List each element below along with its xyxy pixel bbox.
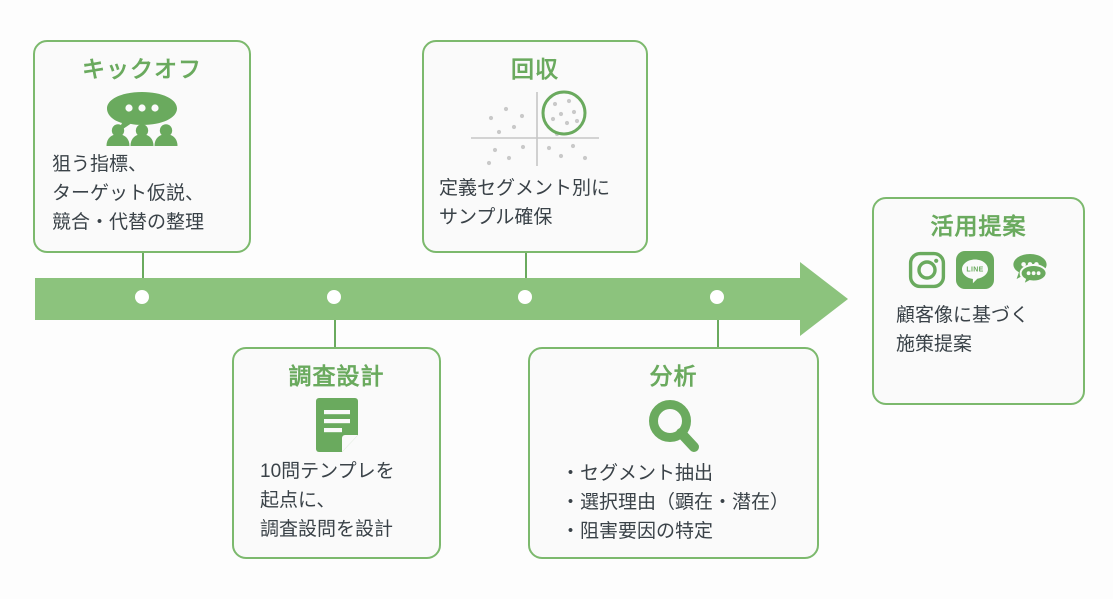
step-title-survey-design: 調査設計: [288, 363, 385, 389]
step-title-analysis: 分析: [649, 363, 698, 389]
step-body-survey-design: 10問テンプレを 起点に、 調査設問を設計: [260, 460, 395, 541]
instagram-icon: [908, 251, 945, 288]
step-title-kickoff: キックオフ: [82, 56, 202, 82]
outcome-body: 顧客像に基づく 施策提案: [896, 304, 1030, 356]
connector-collect: [525, 252, 527, 297]
people-discussion-icon: [99, 90, 185, 146]
step-title-collection: 回収: [511, 56, 559, 82]
connector-analysis: [717, 298, 719, 348]
magnifier-icon: [646, 397, 702, 455]
step-card-kickoff[interactable]: キックオフ 狙う指標、 ターゲット仮説、 競合・代替の整理: [33, 40, 251, 253]
step-body-analysis: ・セグメント抽出 ・選択理由（顕在・潜在） ・阻害要因の特定: [561, 462, 790, 543]
connector-kickoff: [142, 252, 144, 297]
document-icon: [312, 397, 362, 453]
line-icon: LINE: [955, 250, 994, 289]
outcome-card-proposal[interactable]: 活用提案 LINE 顧客像に基づく 施: [872, 197, 1085, 405]
step-card-survey-design[interactable]: 調査設計 10問テンプレを 起点に、 調査設問を設計: [232, 347, 441, 559]
chat-bubbles-icon: [1012, 253, 1048, 287]
step-body-collection: 定義セグメント別に サンプル確保: [439, 177, 611, 229]
outcome-title: 活用提案: [930, 213, 1027, 239]
step-body-kickoff: 狙う指標、 ターゲット仮説、 競合・代替の整理: [52, 153, 205, 234]
scatter-segment-icon: [465, 86, 605, 170]
outcome-icon-row: LINE: [908, 250, 1050, 289]
step-card-analysis[interactable]: 分析 ・セグメント抽出 ・選択理由（顕在・潜在） ・阻害要因の特定: [528, 347, 819, 559]
step-card-collection[interactable]: 回収: [422, 40, 648, 253]
connector-design: [334, 298, 336, 348]
svg-text:LINE: LINE: [966, 266, 983, 273]
